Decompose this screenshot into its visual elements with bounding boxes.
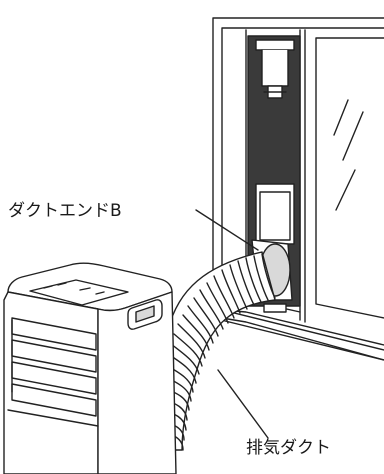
- air-conditioner-unit: [4, 263, 176, 474]
- duct-end-b-label: ダクトエンドB: [8, 203, 122, 220]
- leader-line-exhaust-duct: [218, 370, 268, 438]
- exhaust-duct-label: 排気ダクト: [246, 440, 331, 457]
